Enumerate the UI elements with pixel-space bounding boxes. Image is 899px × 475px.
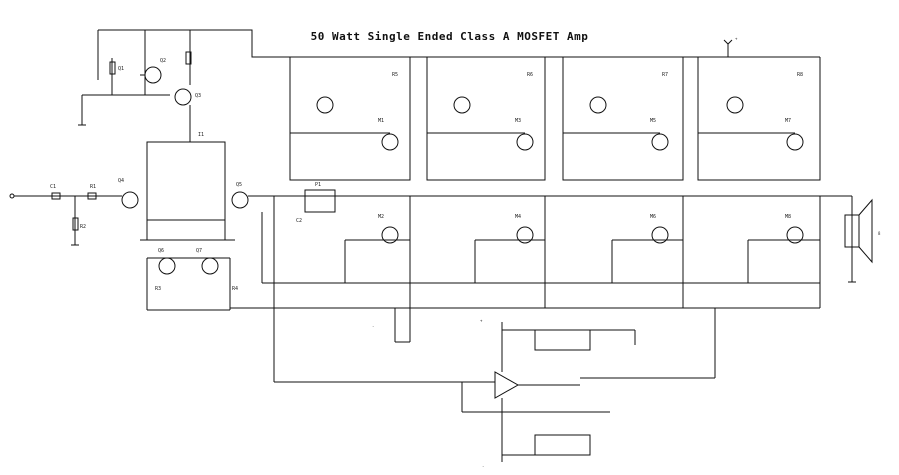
svg-text:P1: P1 (315, 182, 321, 188)
bottom-rails (230, 212, 820, 379)
svg-text:C1: C1 (50, 184, 56, 190)
svg-text:Q6: Q6 (158, 248, 164, 254)
input-section (9, 192, 122, 246)
signal-bus (248, 189, 856, 383)
bias-transistor-2-icon (174, 88, 192, 106)
svg-text:-: - (482, 464, 484, 469)
svg-text:M3: M3 (515, 118, 521, 124)
svg-text:R2: R2 (80, 224, 86, 230)
svg-text:R3: R3 (155, 286, 161, 292)
svg-text:-: - (372, 324, 374, 329)
svg-text:R4: R4 (232, 286, 238, 292)
speaker-icon (844, 214, 860, 248)
svg-text:Q7: Q7 (196, 248, 202, 254)
bias-network (78, 51, 192, 142)
mirror-mosfet-2-icon (201, 257, 219, 275)
svg-text:Q2: Q2 (160, 58, 166, 64)
svg-text:8: 8 (878, 231, 881, 236)
input-mosfet-2-icon (231, 191, 249, 209)
svg-text:M7: M7 (785, 118, 791, 124)
svg-text:I1: I1 (198, 132, 204, 138)
bias-transistor-1-icon (144, 66, 162, 84)
svg-text:Q3: Q3 (195, 93, 201, 99)
top-rail (97, 29, 820, 95)
svg-text:M4: M4 (515, 214, 521, 220)
svg-text:C2: C2 (296, 218, 302, 224)
input-terminal (9, 193, 15, 199)
svg-text:Q1: Q1 (118, 66, 124, 72)
svg-text:Q5: Q5 (236, 182, 242, 188)
input-mosfet-1-icon (121, 191, 139, 209)
svg-text:M6: M6 (650, 214, 656, 220)
svg-text:+: + (735, 36, 738, 41)
opamp-icon (494, 371, 520, 399)
svg-text:M1: M1 (378, 118, 384, 124)
svg-text:R6: R6 (527, 72, 533, 78)
output-stage-4 (697, 57, 821, 308)
svg-text:R1: R1 (90, 184, 96, 190)
input-stage (121, 141, 249, 311)
svg-text:R8: R8 (797, 72, 803, 78)
mirror-mosfet-1-icon (158, 257, 176, 275)
output-stage-2 (426, 57, 546, 308)
speaker (844, 198, 873, 264)
component-labels: Q1 Q2 Q3 Q4 Q5 Q6 Q7 C1 R1 R2 R3 R4 I1 P… (50, 36, 881, 469)
svg-text:M5: M5 (650, 118, 656, 124)
servo-section (461, 322, 636, 462)
output-stage-1 (289, 57, 411, 283)
svg-text:R5: R5 (392, 72, 398, 78)
svg-text:M2: M2 (378, 214, 384, 220)
svg-text:R7: R7 (662, 72, 668, 78)
output-stage-3 (562, 57, 684, 308)
schematic-title: 50 Watt Single Ended Class A MOSFET Amp (310, 30, 589, 43)
svg-text:+: + (480, 318, 483, 323)
svg-text:Q4: Q4 (118, 178, 124, 184)
svg-text:M8: M8 (785, 214, 791, 220)
